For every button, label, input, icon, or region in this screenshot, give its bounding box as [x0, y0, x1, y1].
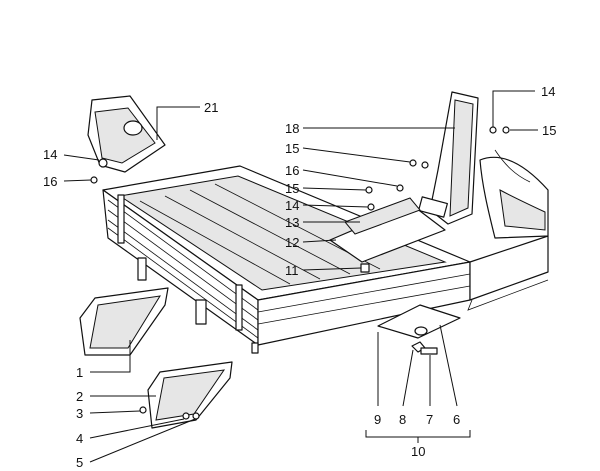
leader-11	[302, 267, 362, 271]
cab-edge	[494, 149, 531, 183]
callout-1: 1	[76, 365, 83, 380]
leader-15-mid	[302, 147, 411, 163]
cab-side-panel	[469, 235, 549, 301]
part-6-bracket	[377, 304, 461, 339]
callout-15-top-right: 15	[542, 123, 556, 138]
callout-2: 2	[76, 389, 83, 404]
callout-18: 18	[285, 121, 299, 136]
leader-16-mid	[302, 169, 398, 187]
floor-slat	[189, 189, 351, 275]
leader-16-left	[63, 179, 92, 182]
washer-9	[414, 326, 428, 336]
leader-15-low	[302, 187, 367, 191]
washer-14-left	[98, 158, 108, 168]
callout-12: 12	[285, 235, 299, 250]
bed-post	[117, 194, 125, 244]
washer-14-top-right	[489, 126, 497, 134]
washer-mid	[421, 161, 429, 169]
leader-5	[89, 418, 196, 463]
bracket-1-face	[89, 295, 161, 349]
cover-21-hole	[123, 120, 143, 136]
nut-15-mid	[409, 159, 417, 167]
callout-13: 13	[285, 215, 299, 230]
callout-3: 3	[76, 406, 83, 421]
leader-3	[89, 410, 141, 414]
floor-slat	[164, 195, 321, 280]
callout-15-low: 15	[285, 181, 299, 196]
part-1-bracket	[79, 287, 169, 356]
bed-bracket	[195, 299, 207, 325]
callout-16-left: 16	[43, 174, 57, 189]
cab-body	[467, 149, 549, 311]
nut-11	[360, 263, 370, 273]
side-rib	[107, 209, 259, 321]
bed-bracket	[251, 342, 259, 354]
cab-sill	[467, 279, 549, 311]
leader-4	[89, 418, 185, 439]
rear-rib	[257, 273, 471, 313]
bracket-10-group	[365, 430, 471, 438]
screw-16-left	[90, 176, 98, 184]
callout-4: 4	[76, 431, 83, 446]
pillar-foot	[418, 196, 448, 218]
leader-8	[402, 349, 414, 407]
callout-labels: 21 14 16 14 15 18 15 16 15 14 13 12 11 1…	[43, 84, 556, 470]
part-2-bracket	[147, 361, 233, 429]
side-rib	[107, 199, 259, 311]
callout-9: 9	[374, 412, 381, 427]
leader-12	[302, 239, 337, 243]
callout-11: 11	[285, 263, 299, 278]
callout-14-left: 14	[43, 147, 57, 162]
leader-lines	[63, 90, 538, 463]
screw-5	[192, 412, 200, 420]
bed-bracket	[137, 257, 147, 281]
leader-6	[439, 324, 458, 407]
callout-7: 7	[426, 412, 433, 427]
hardware	[90, 126, 510, 420]
side-rib	[107, 219, 259, 331]
callout-16-mid: 16	[285, 163, 299, 178]
nut-15-top-right	[502, 126, 510, 134]
leader-1	[90, 340, 131, 373]
rear-rib	[257, 285, 471, 325]
bed-post	[235, 284, 243, 331]
callout-15-mid: 15	[285, 141, 299, 156]
leader-14-left	[63, 154, 100, 161]
washer-4	[182, 412, 190, 420]
part-21-cover	[87, 95, 166, 173]
callout-14-low: 14	[285, 198, 299, 213]
part-18-pillar-bracket	[418, 91, 479, 225]
washer-14-low	[367, 203, 375, 211]
pin-7	[420, 347, 438, 355]
callout-8: 8	[399, 412, 406, 427]
callout-21: 21	[204, 100, 218, 115]
gasket-13	[344, 197, 421, 235]
callout-14-top-right: 14	[541, 84, 555, 99]
cargo-bed	[102, 165, 471, 354]
cover-21-face	[94, 107, 156, 164]
leader-14-top-right	[492, 90, 535, 127]
leader-14-low	[302, 204, 369, 208]
screw-16-mid	[396, 184, 404, 192]
bolt-3	[139, 406, 147, 414]
floor-slat	[139, 200, 291, 285]
pillar-bracket-face	[449, 99, 474, 217]
callout-5: 5	[76, 455, 83, 470]
side-rib	[107, 227, 259, 339]
parts-12-13	[329, 197, 446, 263]
callout-6: 6	[453, 412, 460, 427]
screw-15-low	[365, 186, 373, 194]
callout-10: 10	[411, 444, 425, 459]
cab-shadow	[499, 189, 546, 231]
leader-21	[156, 106, 200, 140]
bracket-6	[377, 304, 461, 339]
